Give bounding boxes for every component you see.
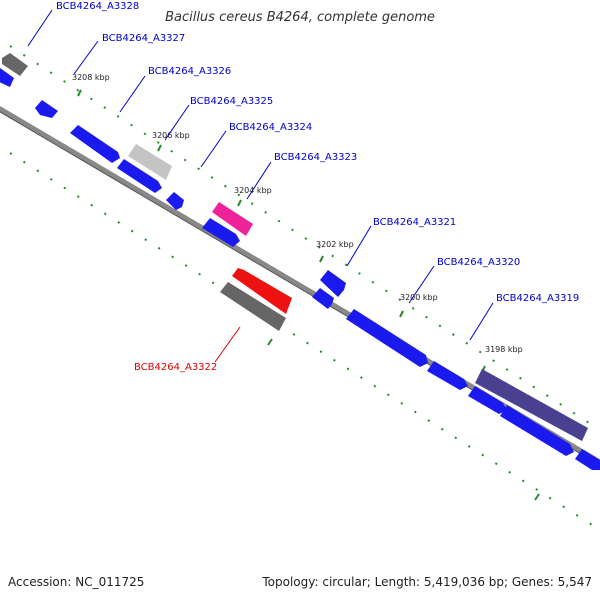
gene-label[interactable]: BCB4264_A3322	[134, 362, 217, 373]
gene-arrow[interactable]	[320, 270, 346, 297]
scale-label: 3202 kbp	[316, 240, 354, 249]
gene-arrow[interactable]	[346, 309, 428, 367]
gene-label[interactable]: BCB4264_A3327	[102, 33, 185, 44]
gene-features	[0, 53, 600, 470]
gene-arrow[interactable]	[232, 268, 292, 314]
gene-label[interactable]: BCB4264_A3325	[190, 96, 273, 107]
gene-arrow[interactable]	[212, 202, 253, 236]
gene-label[interactable]: BCB4264_A3319	[496, 293, 579, 304]
accession-text: Accession: NC_011725	[8, 575, 145, 589]
scale-label: 3206 kbp	[152, 131, 190, 140]
map-title: Bacillus cereus B4264, complete genome	[165, 10, 435, 25]
gene-arrow[interactable]	[475, 369, 588, 441]
gene-label[interactable]: BCB4264_A3323	[274, 152, 357, 163]
gene-arrow[interactable]	[202, 218, 240, 247]
gene-arrow[interactable]	[2, 53, 28, 76]
tick-track-outer	[9, 45, 600, 431]
gene-arrow[interactable]	[468, 386, 507, 414]
leader-lines	[27, 9, 494, 363]
gene-arrow[interactable]	[500, 405, 574, 456]
gene-arrow[interactable]	[312, 288, 334, 309]
scale-label: 3200 kbp	[400, 293, 438, 302]
gene-arrow[interactable]	[35, 100, 58, 118]
gene-arrow[interactable]	[128, 144, 172, 180]
gene-arrow[interactable]	[575, 449, 600, 470]
gene-arrow[interactable]	[220, 282, 286, 331]
gene-arrow[interactable]	[117, 159, 162, 193]
gene-arrow[interactable]	[70, 125, 120, 163]
scale-label: 3198 kbp	[485, 345, 523, 354]
scale-label: 3208 kbp	[72, 73, 110, 82]
gene-arrow[interactable]	[166, 192, 184, 210]
gene-label[interactable]: BCB4264_A3320	[437, 257, 520, 268]
gene-label[interactable]: BCB4264_A3328	[56, 1, 139, 12]
gene-arrow[interactable]	[0, 68, 14, 87]
genome-info-text: Topology: circular; Length: 5,419,036 bp…	[262, 575, 592, 589]
gene-label[interactable]: BCB4264_A3321	[373, 217, 456, 228]
gene-label[interactable]: BCB4264_A3324	[229, 122, 312, 133]
gene-arrow[interactable]	[427, 361, 468, 390]
tick-track-inner	[9, 152, 600, 531]
gene-label[interactable]: BCB4264_A3326	[148, 66, 231, 77]
